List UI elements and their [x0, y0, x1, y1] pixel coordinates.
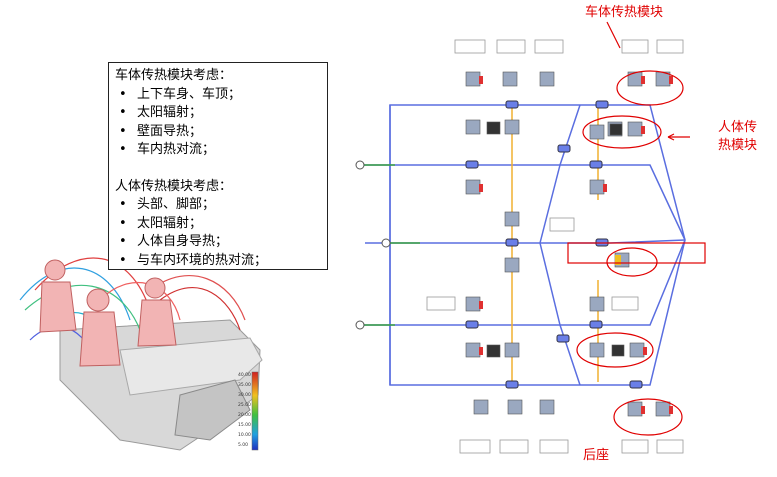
list-item: 人体自身导热；	[115, 233, 321, 252]
human-module-ellipse-mid	[606, 247, 658, 277]
list-item: 太阳辐射；	[115, 104, 321, 123]
list-item: 壁面导热；	[115, 123, 321, 142]
inlet-nodes	[355, 160, 391, 330]
car-module-ellipse-bottom	[613, 398, 683, 436]
svg-text:15.00: 15.00	[238, 422, 251, 428]
car-module-heading: 车体传热模块考虑：	[115, 68, 233, 83]
rear-module-ellipse	[576, 332, 654, 368]
svg-text:30.00: 30.00	[238, 392, 251, 398]
highlight-rectangle	[567, 242, 706, 264]
svg-text:5.00: 5.00	[238, 442, 248, 448]
svg-text:40.00: 40.00	[238, 372, 251, 378]
human-module-heading: 人体传热模块考虑：	[115, 178, 233, 194]
human-module-label-line2: 热模块	[718, 138, 758, 153]
occupant-figures	[39, 259, 177, 367]
list-item: 头部、脚部；	[115, 196, 321, 215]
svg-text:20.00: 20.00	[238, 412, 251, 418]
svg-text:35.00: 35.00	[238, 382, 251, 388]
car-module-pointer	[606, 21, 621, 49]
svg-text:10.00: 10.00	[238, 432, 251, 438]
car-module-ellipse-top	[616, 70, 684, 106]
color-legend: 40.00 35.00 30.00 25.00 20.00 15.00 10.00 5.…	[238, 371, 259, 451]
component-blocks	[465, 71, 673, 417]
module-considerations-box: 车体传热模块考虑： 上下车身、车顶； 太阳辐射； 壁面导热； 车内热对流； 人体…	[108, 62, 328, 270]
human-module-label-line1: 人体传	[718, 120, 758, 135]
car-module-list: 上下车身、车顶； 太阳辐射； 壁面导热； 车内热对流；	[115, 86, 321, 160]
red-annotations	[567, 21, 706, 436]
car-module-label: 车体传热模块	[585, 5, 664, 20]
flow-valves	[465, 100, 643, 389]
list-item: 车内热对流；	[115, 141, 321, 160]
list-item: 上下车身、车顶；	[115, 86, 321, 105]
human-module-list: 头部、脚部； 太阳辐射； 人体自身导热； 与车内环境的热对流；	[115, 196, 321, 270]
seat-block-shape	[174, 379, 251, 441]
orange-flow-lines	[511, 108, 599, 382]
green-inlet-lines	[362, 164, 420, 326]
human-module-ellipse	[582, 115, 662, 149]
top-labels	[426, 39, 684, 454]
list-item: 太阳辐射；	[115, 215, 321, 234]
car-floor-shape	[119, 337, 263, 396]
rear-seat-label: 后座	[583, 448, 610, 463]
svg-text:25.00: 25.00	[238, 402, 251, 408]
blue-flow-lines	[360, 104, 686, 386]
list-item: 与车内环境的热对流；	[115, 252, 321, 271]
